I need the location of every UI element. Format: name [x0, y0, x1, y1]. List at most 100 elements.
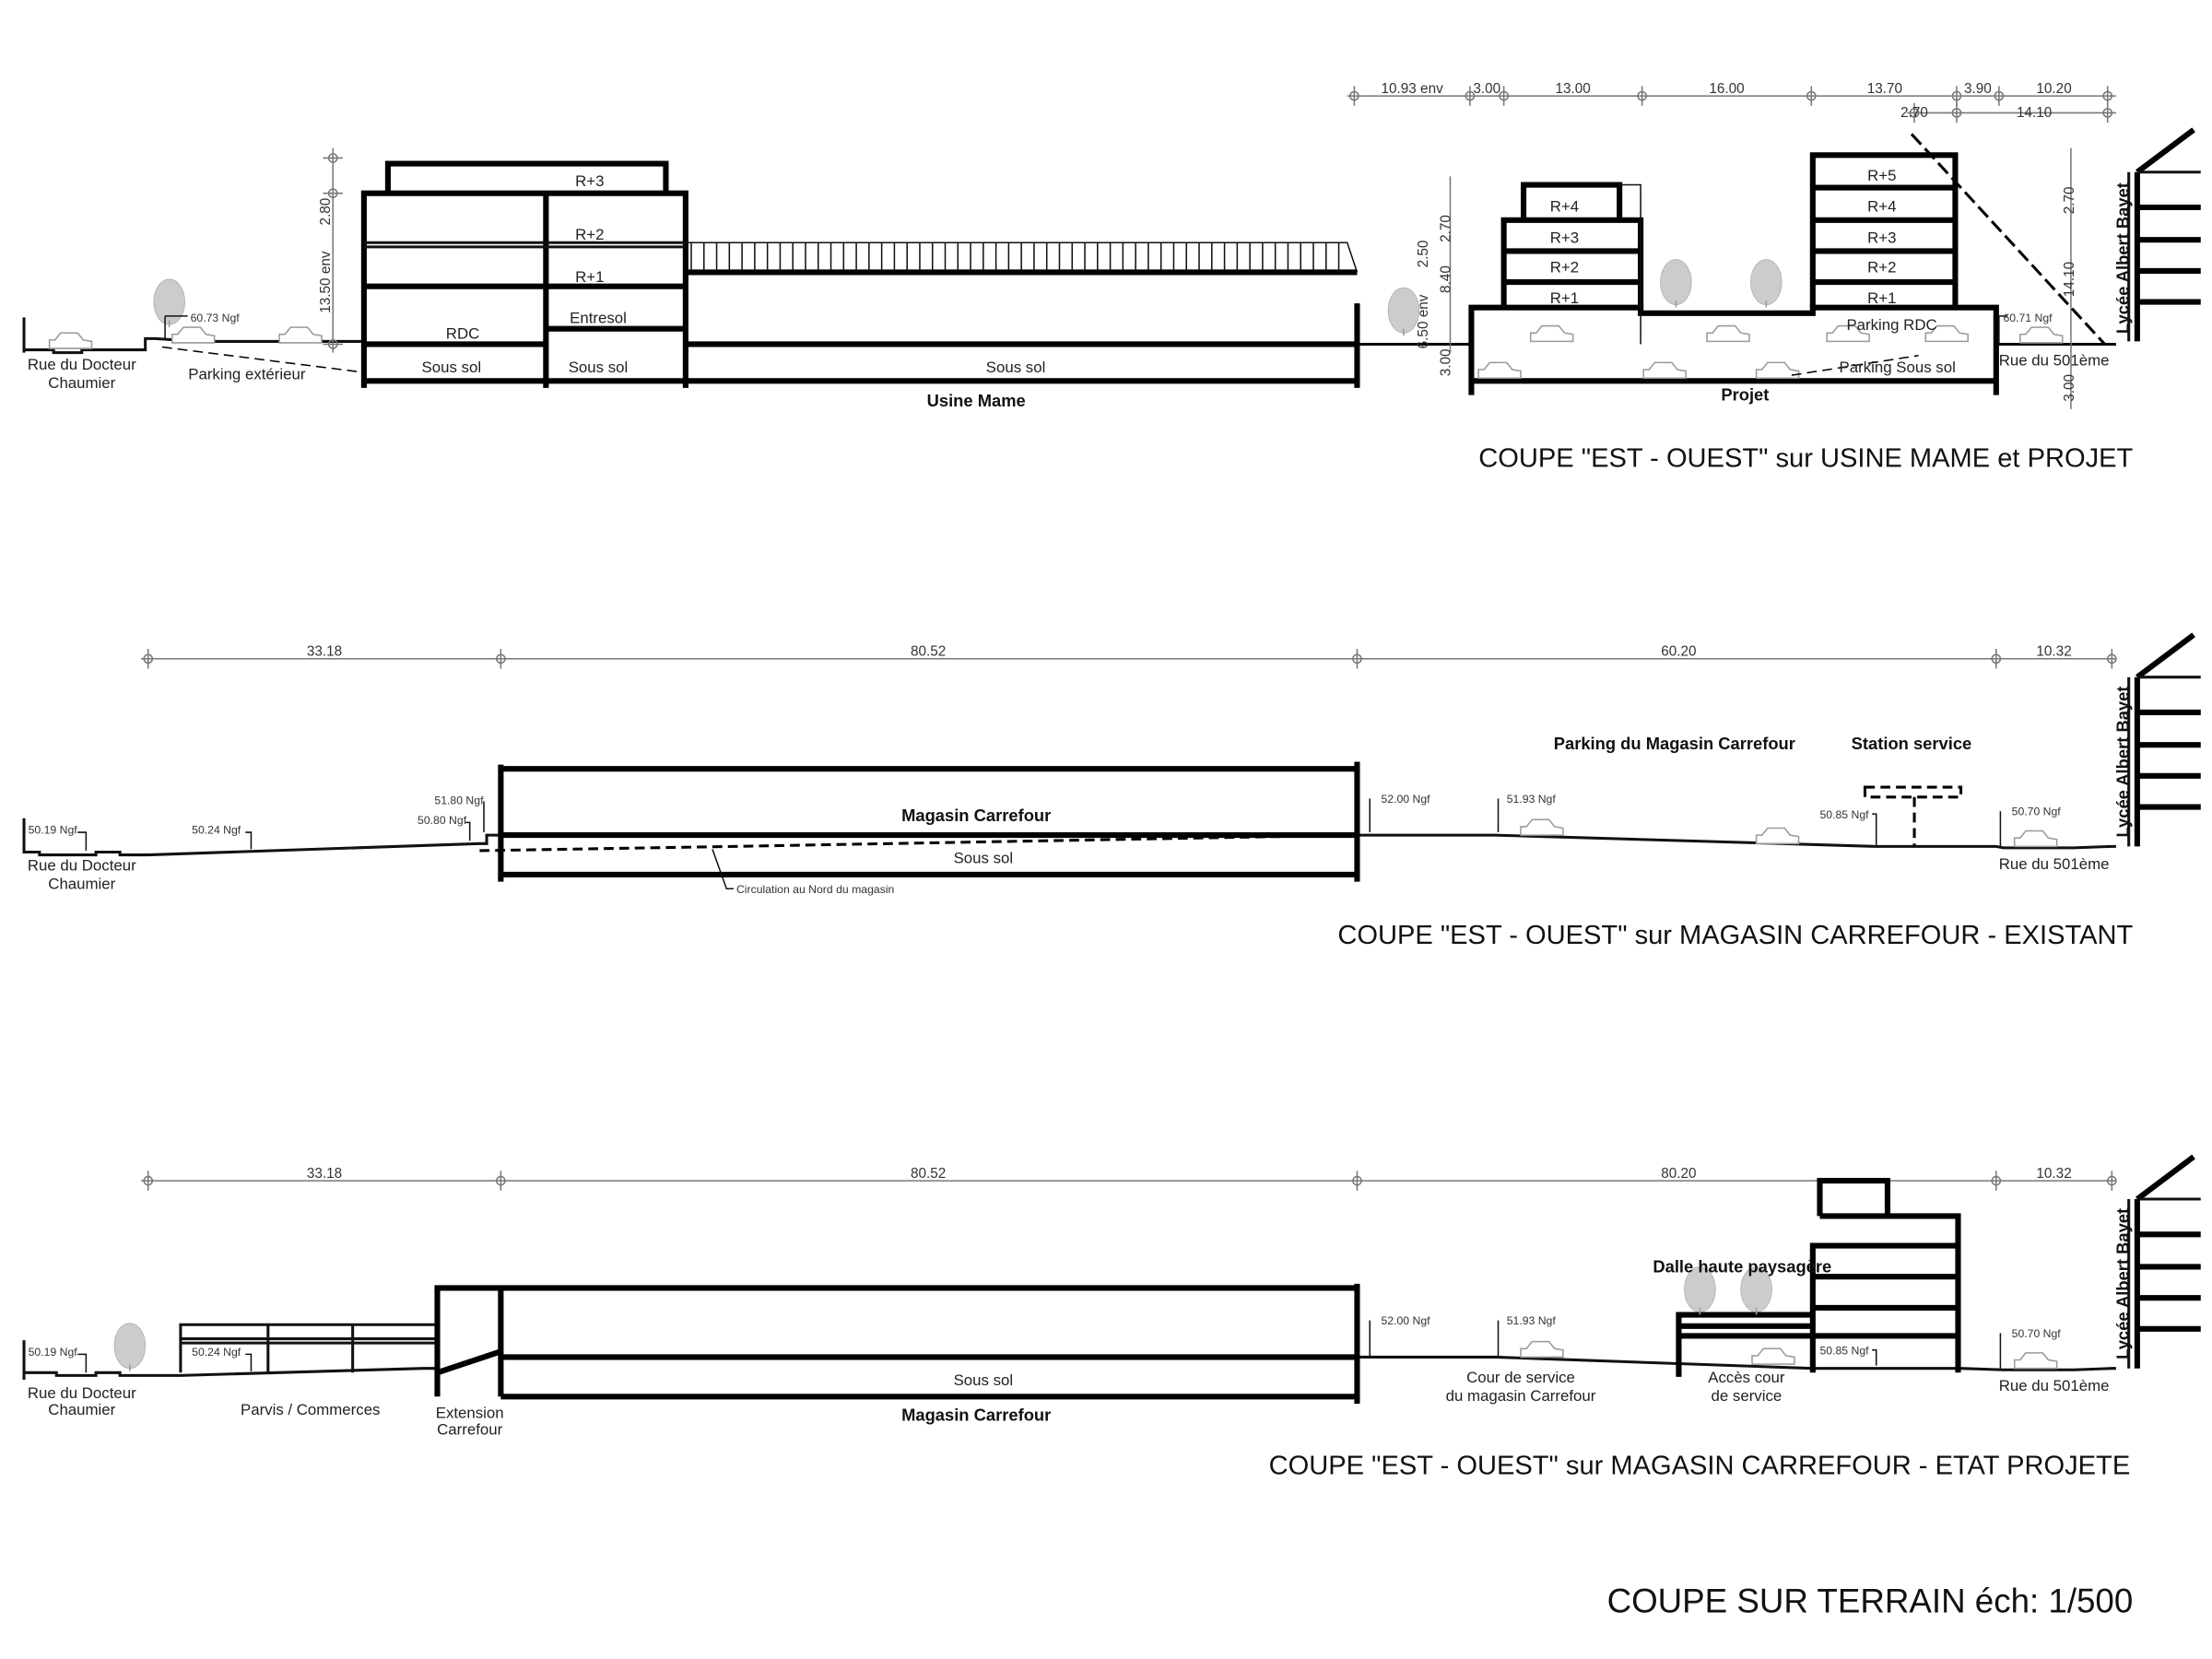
level-label: 51.80 Ngf: [434, 794, 484, 806]
level-label: 50.19 Ngf: [29, 824, 78, 837]
level-label: 51.93 Ngf: [1507, 1314, 1557, 1327]
level-label: 50.24 Ngf: [192, 824, 241, 837]
floor-label: R+2: [575, 226, 604, 243]
level-label: 50.19 Ngf: [29, 1346, 78, 1359]
section-usine-mame-projet: Rue du Docteur Chaumier 60.73 Ngf Parkin…: [22, 81, 2201, 474]
parvis-label: Parvis / Commerces: [241, 1401, 380, 1418]
dim-label: 10.32: [2036, 1166, 2071, 1182]
floor-label: Sous sol: [569, 359, 629, 376]
dim-label: 14.10: [2062, 262, 2077, 297]
parking-label: Parking du Magasin Carrefour: [1554, 734, 1795, 753]
building-left: R+3 R+2 R+1 Entresol RDC Sous sol Sous s…: [360, 160, 688, 388]
dim-label: 13.00: [1555, 81, 1590, 97]
parking-ss-label: Parking Sous sol: [1840, 359, 1956, 376]
level-label: 50.70 Ngf: [2012, 1327, 2062, 1340]
level-label: 50.85 Ngf: [1819, 808, 1869, 821]
floor-label: R+4: [1550, 198, 1579, 216]
tree-icon: [153, 278, 186, 328]
parking-rdc-label: Parking RDC: [1846, 316, 1936, 334]
floor-label: R+2: [1867, 258, 1896, 276]
dim-label: 10.32: [2036, 644, 2071, 660]
parking-ext-label: Parking extérieur: [188, 366, 306, 383]
station-label: Station service: [1852, 734, 1972, 753]
street-right-label: Rue du 501ème: [1999, 855, 2110, 873]
dim-label: 80.52: [911, 1166, 946, 1182]
dim-label: 33.18: [307, 1166, 342, 1182]
floor-label: R+2: [1550, 258, 1579, 276]
acces-label: Accès cour: [1708, 1369, 1785, 1386]
floor-label: R+4: [1867, 198, 1896, 216]
dim-label: 13.50 env: [318, 251, 334, 313]
floor-label: R+1: [1550, 289, 1579, 307]
floor-label: Sous sol: [954, 850, 1014, 867]
street-left-label: Rue du Docteur: [28, 356, 136, 373]
extension-label: Extension: [436, 1404, 504, 1421]
dalle-label: Dalle haute paysagère: [1653, 1257, 1831, 1277]
commerces-block: [179, 1323, 438, 1373]
floor-label: RDC: [446, 324, 479, 342]
section-title: COUPE "EST - OUEST" sur USINE MAME et PR…: [1478, 444, 2133, 474]
building-projet: R+4 R+3 R+2 R+1 R+5 R+4 R+3 R+2 R+1 Park…: [1468, 152, 1999, 405]
dim-label: 3.00: [1438, 348, 1453, 376]
building-magasin: Sous sol Magasin Carrefour: [434, 1283, 1360, 1424]
dim-label: 2.70: [2062, 186, 2077, 214]
floor-label: R+1: [575, 268, 604, 286]
building-label: Magasin Carrefour: [901, 1405, 1051, 1424]
dim-label: 8.40: [1438, 265, 1453, 293]
dim-label: 2.70: [1438, 215, 1453, 242]
dim-label: 2.70: [1900, 105, 1928, 121]
dim-label: 16.00: [1709, 81, 1744, 97]
street-right-label: Rue du 501ème: [1999, 1377, 2110, 1394]
sheet-title: COUPE SUR TERRAIN éch: 1/500: [1607, 1582, 2134, 1619]
street-left-label: Chaumier: [48, 1401, 115, 1418]
floor-label: R+3: [1550, 229, 1579, 246]
floor-label: R+5: [1867, 167, 1896, 184]
floor-label: Sous sol: [986, 359, 1046, 376]
building-magasin: Magasin Carrefour Sous sol: [479, 761, 1360, 882]
level-label: 51.93 Ngf: [1507, 793, 1557, 806]
street-right-label: Rue du 501ème: [1999, 351, 2110, 369]
lycee-label: Lycée Albert Bayet: [2113, 1208, 2133, 1359]
building-projet-new: [1676, 1178, 1961, 1377]
dim-label: 80.52: [911, 644, 946, 660]
street-left-label: Chaumier: [48, 875, 115, 892]
dim-label: 2.50: [1416, 241, 1431, 268]
cour-label: Cour de service: [1466, 1369, 1575, 1386]
tree-icon: [113, 1322, 147, 1372]
acces-label: de service: [1712, 1387, 1783, 1405]
dim-label: 14.10: [2017, 105, 2052, 121]
lycee-building: [2129, 130, 2201, 342]
lycee-label: Lycée Albert Bayet: [2113, 687, 2133, 838]
floor-label: Entresol: [570, 310, 627, 327]
cour-label: du magasin Carrefour: [1446, 1387, 1596, 1405]
building-label: Projet: [1721, 385, 1769, 405]
dim-label: 10.20: [2036, 81, 2071, 97]
tree-icon: [1387, 287, 1420, 337]
floor-label: R+3: [1867, 229, 1896, 246]
floor-label: R+3: [575, 172, 604, 190]
building-label: Magasin Carrefour: [901, 806, 1051, 825]
street-left-label: Rue du Docteur: [28, 856, 136, 874]
section-carrefour-existant: 33.18 80.52 60.20 10.32 Magasin Carrefou…: [22, 635, 2201, 950]
floor-label: Sous sol: [954, 1371, 1014, 1389]
dim-label: 2.80: [318, 198, 334, 226]
dim-label: 6.50 env: [1416, 294, 1431, 348]
lycee-label: Lycée Albert Bayet: [2113, 182, 2133, 334]
extension-label: Carrefour: [437, 1421, 502, 1439]
level-markers: 50.19 Ngf 50.24 Ngf 51.80 Ngf 50.80 Ngf …: [29, 793, 2061, 851]
dim-label: 80.20: [1661, 1166, 1696, 1182]
circulation-label: Circulation au Nord du magasin: [736, 883, 895, 896]
level-label: 50.85 Ngf: [1819, 1344, 1869, 1357]
section-title: COUPE "EST - OUEST" sur MAGASIN CARREFOU…: [1337, 921, 2133, 950]
dim-label: 3.00: [1473, 81, 1500, 97]
section-carrefour-projete: 33.18 80.52 80.20 10.32 Sous sol Magasin…: [22, 1157, 2201, 1480]
level-label: 50.24 Ngf: [192, 1346, 241, 1359]
dim-label: 3.00: [2062, 374, 2077, 402]
dim-label: 13.70: [1867, 81, 1902, 97]
dim-label: 3.90: [1964, 81, 1992, 97]
level-label: 60.71 Ngf: [2003, 312, 2053, 324]
level-markers: 50.19 Ngf 50.24 Ngf 52.00 Ngf 51.93 Ngf …: [29, 1314, 2062, 1373]
building-label: Usine Mame: [927, 391, 1026, 410]
section-title: COUPE "EST - OUEST" sur MAGASIN CARREFOU…: [1269, 1451, 2131, 1480]
